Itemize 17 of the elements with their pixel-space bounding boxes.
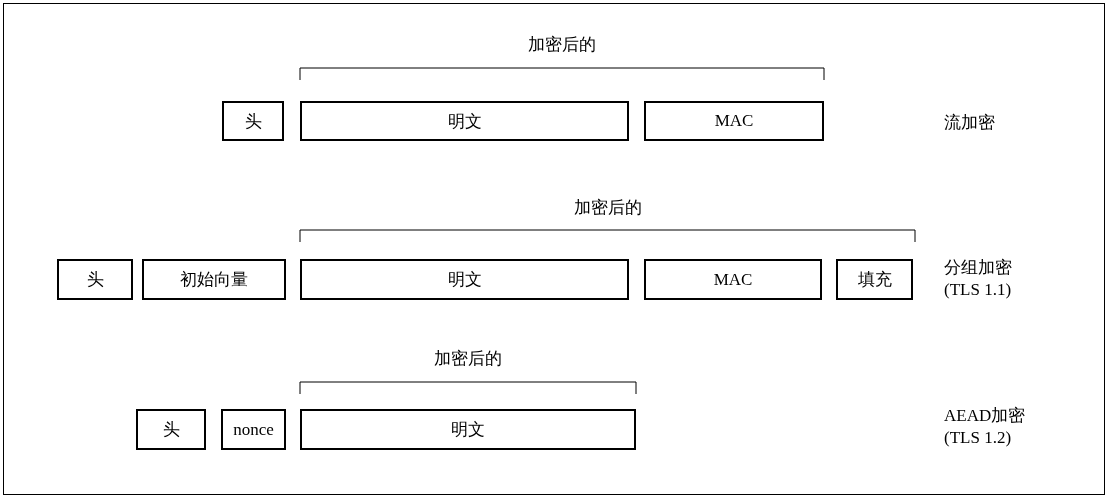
bracket-label: 加密后的 bbox=[528, 35, 596, 54]
field-box: 头 bbox=[136, 409, 206, 450]
field-box: 明文 bbox=[300, 101, 629, 141]
row-label: AEAD加密 (TLS 1.2) bbox=[944, 405, 1027, 449]
field-box: nonce bbox=[221, 409, 286, 450]
row-label: 流加密 bbox=[944, 112, 996, 134]
field-box: 明文 bbox=[300, 409, 636, 450]
field-box: MAC bbox=[644, 259, 822, 300]
field-box: 填充 bbox=[836, 259, 913, 300]
bracket-label: 加密后的 bbox=[434, 349, 502, 368]
field-box: 明文 bbox=[300, 259, 629, 300]
row-label: 分组加密 (TLS 1.1) bbox=[944, 257, 1013, 301]
field-box: 初始向量 bbox=[142, 259, 286, 300]
field-box: 头 bbox=[57, 259, 133, 300]
bracket-label: 加密后的 bbox=[573, 198, 642, 217]
field-box: 头 bbox=[222, 101, 284, 141]
field-box: MAC bbox=[644, 101, 824, 141]
